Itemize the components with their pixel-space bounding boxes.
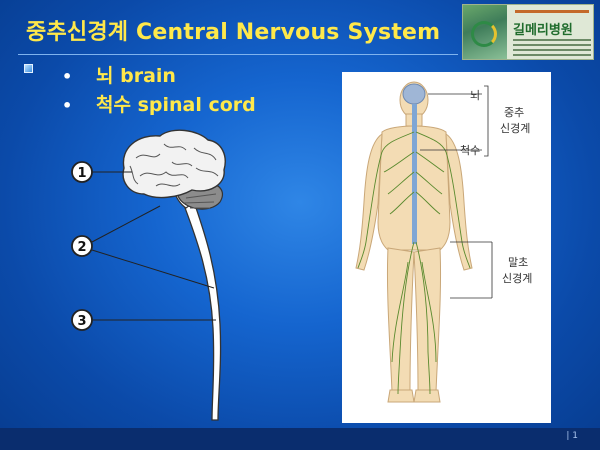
label-spinal-cord: 척수 [460, 144, 480, 157]
footer-bar: | 1 [0, 428, 600, 450]
callout-circle-3 [71, 309, 93, 331]
callout-circle-1 [71, 161, 93, 183]
callout-line-2b [91, 249, 215, 289]
bullet-square-icon [24, 64, 33, 73]
figure-nerves [357, 131, 471, 395]
callout-line-2a [91, 205, 161, 243]
callout-number-1: 1 [77, 166, 86, 181]
logo-swirl-icon [471, 21, 497, 47]
label-cns-line1: 중추 [504, 106, 524, 119]
callout-number-2: 2 [77, 240, 86, 255]
bullet-list: •뇌 brain •척수 spinal cord [62, 62, 256, 120]
label-pns-line1: 말초 [508, 256, 528, 269]
title-divider [18, 54, 458, 55]
callout-number-3: 3 [77, 314, 86, 329]
callout-circle-2 [71, 235, 93, 257]
label-brain: 뇌 [470, 89, 480, 102]
nervous-system-figure: 뇌 척수 중추 신경계 말초 신경계 [342, 72, 551, 423]
hospital-logo: 길메리병원 [462, 4, 594, 60]
label-cns-line2: 신경계 [500, 122, 530, 135]
logo-name: 길메리병원 [513, 23, 573, 38]
spinal-cord-shape [179, 193, 222, 421]
brain-spinal-cord-diagram: 1 2 3 [71, 129, 226, 421]
slide-title: 중추신경계 Central Nervous System [26, 20, 441, 45]
bullet-text: 척수 spinal cord [96, 94, 256, 116]
logo-text-lines [513, 39, 591, 59]
bullet-item-spinal-cord: •척수 spinal cord [62, 94, 256, 116]
page-number: | 1 [566, 431, 578, 441]
bullet-item-brain: •뇌 brain [62, 65, 176, 87]
figure-spinal-cord [412, 104, 417, 244]
label-pns-line2: 신경계 [502, 272, 532, 285]
logo-top-line [515, 10, 589, 13]
bullet-text: 뇌 brain [96, 65, 176, 87]
figure-brain [402, 83, 426, 105]
